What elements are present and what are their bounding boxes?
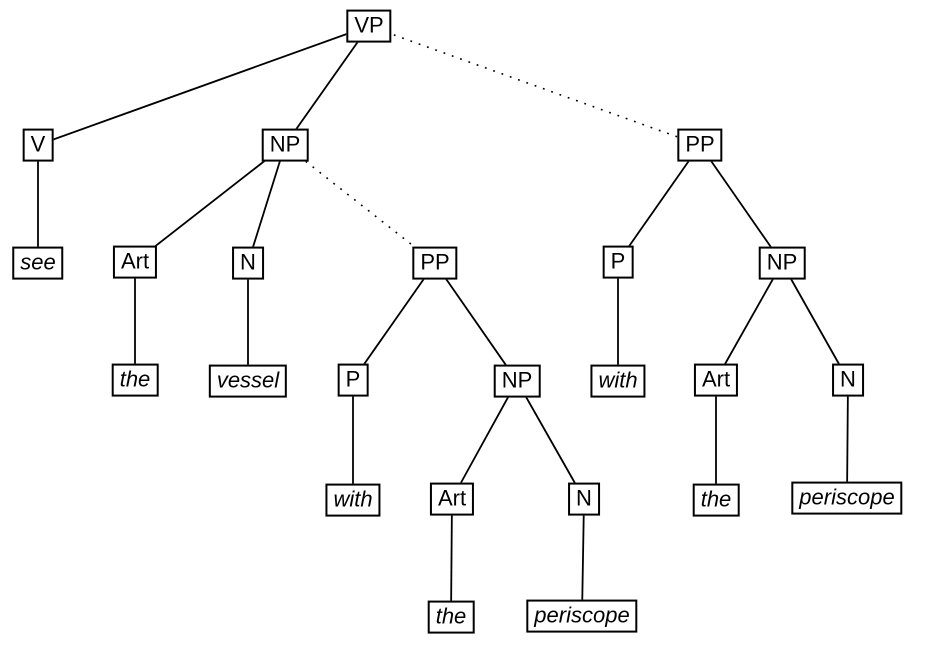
tree-node-np2: NP [493,364,541,398]
tree-node-pp2: PP [677,128,723,162]
edge-np1-art1 [134,144,286,263]
tree-node-the2: the [427,600,475,634]
tree-node-n3: N [832,363,864,397]
tree-node-the1: the [111,363,159,397]
tree-node-vp: VP [346,9,392,43]
tree-node-with2: with [590,364,646,398]
tree-node-periscope1: periscope [526,599,638,633]
tree-node-p2: P [602,245,634,279]
edge-np3-n3 [781,262,849,381]
edge-vp-pp2 [368,25,701,146]
edge-np2-art2 [451,380,518,500]
edge-n3-periscope2 [846,379,849,499]
tree-node-np3: NP [758,246,806,280]
edge-pp1-p1 [352,262,436,381]
tree-node-with1: with [325,483,381,517]
edge-vp-np1 [284,25,370,146]
tree-node-art1: Art [112,245,158,279]
edge-np1-pp1 [284,144,436,264]
edge-n2-periscope1 [581,498,585,617]
tree-node-the3: the [692,483,740,517]
tree-node-v: V [22,128,54,162]
edge-np1-n1 [247,144,286,264]
tree-node-art2: Art [429,482,475,516]
tree-node-p1: P [337,363,369,397]
edge-pp2-np3 [699,144,783,264]
tree-node-pp1: PP [412,246,458,280]
tree-node-periscope2: periscope [791,481,903,515]
edge-pp1-np2 [434,262,518,382]
tree-node-see: see [12,246,64,280]
tree-node-n1: N [232,246,264,280]
edge-art2-the2 [450,498,453,618]
tree-node-vessel: vessel [208,364,288,398]
edge-pp2-p2 [617,144,701,263]
tree-node-np1: NP [261,128,309,162]
tree-node-n2: N [568,482,600,516]
edge-np3-art3 [715,262,783,381]
edge-np2-n2 [516,380,585,500]
edge-vp-v [37,25,370,146]
tree-node-art3: Art [693,363,739,397]
